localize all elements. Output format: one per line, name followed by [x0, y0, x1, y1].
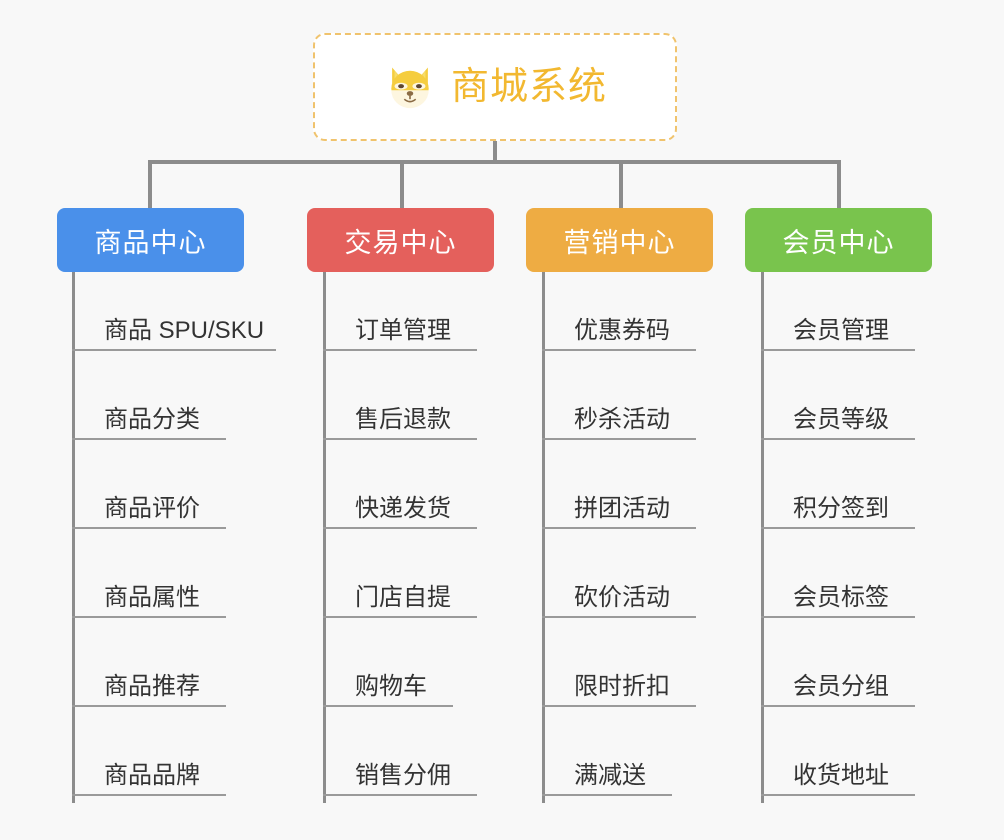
leaf-rule: [323, 794, 477, 796]
leaf-item[interactable]: 优惠券码: [542, 311, 696, 351]
drop-line-2: [400, 160, 404, 210]
leaf-item[interactable]: 积分签到: [761, 489, 915, 529]
leaf-label: 购物车: [355, 673, 427, 700]
root-node[interactable]: 商城系统: [313, 33, 677, 141]
leaf-rule: [761, 705, 915, 707]
leaf-rule: [542, 616, 696, 618]
leaf-label: 会员等级: [793, 406, 889, 433]
category-header-4[interactable]: 会员中心: [745, 208, 932, 272]
leaf-item[interactable]: 商品 SPU/SKU: [72, 311, 276, 351]
leaf-label: 快递发货: [355, 495, 451, 522]
leaf-rule: [542, 349, 696, 351]
leaf-label: 商品推荐: [104, 673, 200, 700]
leaf-rule: [761, 616, 915, 618]
leaf-item[interactable]: 会员管理: [761, 311, 915, 351]
leaf-item[interactable]: 商品品牌: [72, 756, 226, 796]
leaf-item[interactable]: 购物车: [323, 667, 453, 707]
leaf-rule: [542, 438, 696, 440]
leaf-label: 砍价活动: [574, 584, 670, 611]
leaf-label: 商品属性: [104, 584, 200, 611]
category-header-1[interactable]: 商品中心: [57, 208, 244, 272]
leaf-label: 会员分组: [793, 673, 889, 700]
leaf-item[interactable]: 商品推荐: [72, 667, 226, 707]
leaf-rule: [323, 616, 477, 618]
leaf-rule: [761, 349, 915, 351]
leaf-rule: [323, 705, 453, 707]
leaf-item[interactable]: 满减送: [542, 756, 672, 796]
leaf-rule: [72, 616, 226, 618]
leaf-item[interactable]: 会员分组: [761, 667, 915, 707]
category-title-2: 交易中心: [344, 227, 457, 258]
leaf-rule: [323, 438, 477, 440]
leaf-item[interactable]: 秒杀活动: [542, 400, 696, 440]
leaf-rule: [542, 527, 696, 529]
leaf-label: 商品评价: [104, 495, 200, 522]
trunk-line: [493, 141, 497, 163]
leaf-rule: [72, 794, 226, 796]
leaf-rule: [761, 527, 915, 529]
leaf-rule: [542, 705, 696, 707]
category-title-1: 商品中心: [94, 227, 207, 258]
leaf-item[interactable]: 门店自提: [323, 578, 477, 618]
category-title-3: 营销中心: [563, 227, 676, 258]
drop-line-3: [619, 160, 623, 210]
leaf-rule: [542, 794, 672, 796]
root-title: 商城系统: [450, 66, 607, 108]
leaf-rule: [323, 527, 477, 529]
leaf-item[interactable]: 售后退款: [323, 400, 477, 440]
leaf-item[interactable]: 订单管理: [323, 311, 477, 351]
leaf-rule: [761, 438, 915, 440]
leaf-item[interactable]: 销售分佣: [323, 756, 477, 796]
leaf-rule: [323, 349, 477, 351]
leaf-item[interactable]: 快递发货: [323, 489, 477, 529]
leaf-rule: [72, 438, 226, 440]
leaf-label: 销售分佣: [355, 762, 451, 789]
leaf-label: 限时折扣: [574, 673, 670, 700]
drop-line-4: [837, 160, 841, 210]
leaf-label: 商品 SPU/SKU: [104, 317, 265, 344]
leaf-item[interactable]: 收货地址: [761, 756, 915, 796]
leaf-item[interactable]: 限时折扣: [542, 667, 696, 707]
leaf-item[interactable]: 会员等级: [761, 400, 915, 440]
leaf-item[interactable]: 会员标签: [761, 578, 915, 618]
leaf-label: 会员管理: [793, 317, 889, 344]
leaf-item[interactable]: 拼团活动: [542, 489, 696, 529]
drop-line-1: [148, 160, 152, 210]
column-spine-1: [72, 272, 75, 803]
category-header-2[interactable]: 交易中心: [307, 208, 494, 272]
leaf-label: 门店自提: [355, 584, 451, 611]
leaf-rule: [72, 349, 276, 351]
column-spine-2: [323, 272, 326, 803]
leaf-rule: [72, 705, 226, 707]
leaf-item[interactable]: 商品分类: [72, 400, 226, 440]
leaf-label: 订单管理: [355, 317, 451, 344]
leaf-label: 积分签到: [793, 495, 889, 522]
leaf-item[interactable]: 商品评价: [72, 489, 226, 529]
category-header-3[interactable]: 营销中心: [526, 208, 713, 272]
leaf-label: 收货地址: [793, 762, 889, 789]
column-spine-3: [542, 272, 545, 803]
leaf-label: 秒杀活动: [574, 406, 670, 433]
leaf-label: 优惠券码: [574, 317, 670, 344]
leaf-label: 商品分类: [104, 406, 200, 433]
leaf-label: 满减送: [574, 762, 646, 789]
bus-line: [148, 160, 841, 164]
leaf-rule: [761, 794, 915, 796]
leaf-rule: [72, 527, 226, 529]
category-title-4: 会员中心: [782, 227, 895, 258]
leaf-label: 商品品牌: [104, 762, 200, 789]
column-spine-4: [761, 272, 764, 803]
shiba-dog-face-icon: [383, 61, 437, 113]
leaf-item[interactable]: 砍价活动: [542, 578, 696, 618]
leaf-label: 拼团活动: [574, 495, 670, 522]
leaf-label: 售后退款: [355, 406, 451, 433]
leaf-item[interactable]: 商品属性: [72, 578, 226, 618]
leaf-label: 会员标签: [793, 584, 889, 611]
